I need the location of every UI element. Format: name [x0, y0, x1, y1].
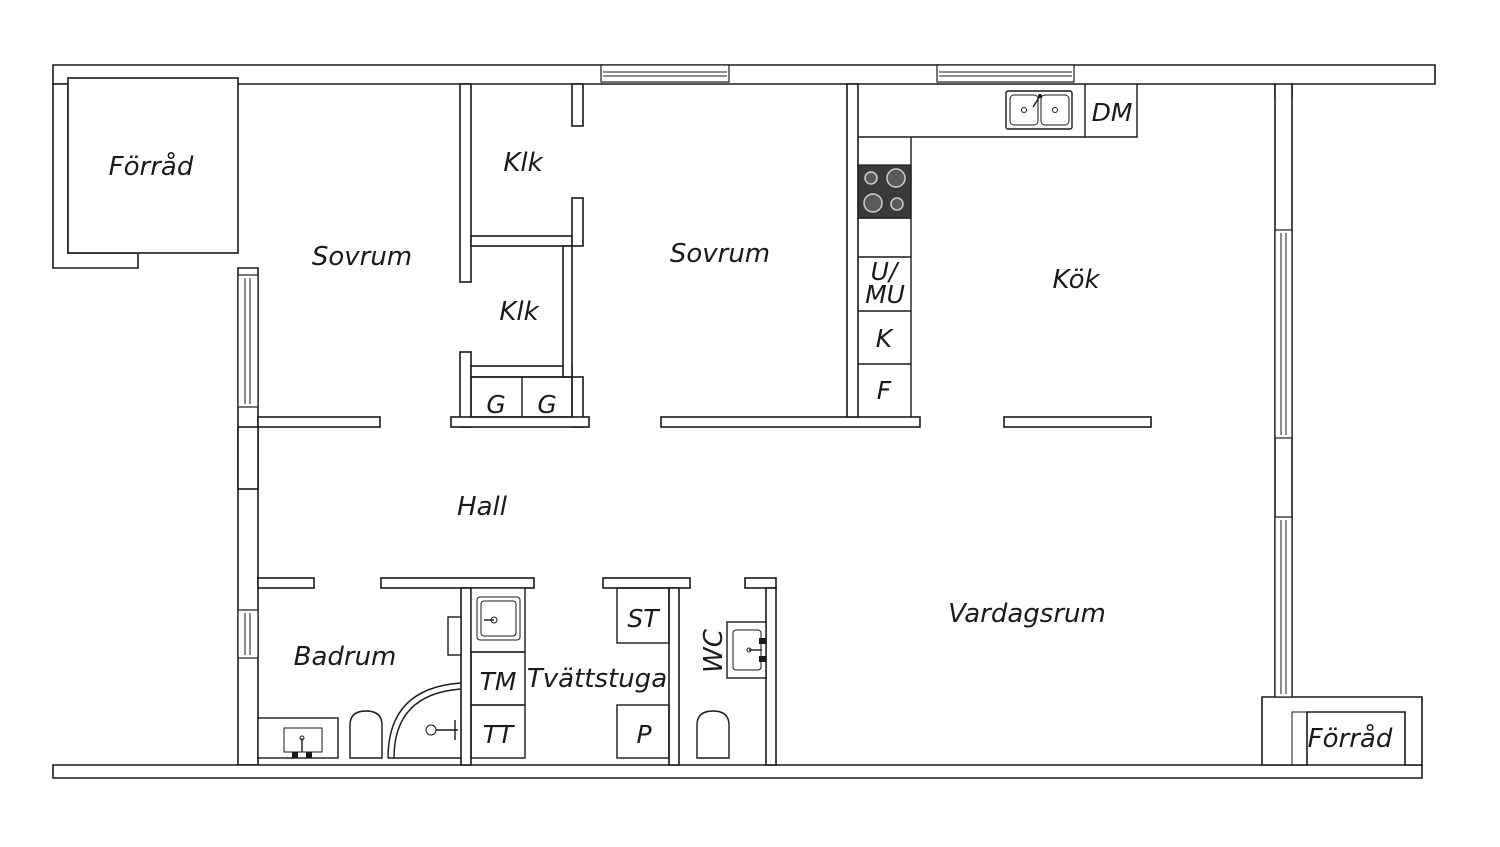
room-label-forrad-left: Förråd	[109, 151, 194, 182]
wall-hall-top-3	[660, 416, 921, 428]
wall-closet-lower	[459, 351, 472, 428]
wall-wc-top	[744, 577, 777, 589]
fixture-label-st: ST	[627, 604, 660, 633]
fixture-label-u: U/	[871, 257, 900, 286]
wall-badrum-top-2	[380, 577, 535, 589]
room-label-forrad-right: Förråd	[1308, 723, 1393, 754]
room-label-sovrum-mid: Sovrum	[670, 239, 770, 269]
room-labels: Förråd Sovrum Klk Klk Sovrum Kök Hall Ba…	[109, 148, 1393, 754]
wall-klk-mid-bottom	[470, 365, 573, 378]
fixture-label-g2: G	[537, 390, 556, 419]
toilet-icon	[349, 710, 383, 759]
wall-entry-stub	[237, 426, 259, 490]
room-label-vardagsrum: Vardagsrum	[948, 599, 1106, 629]
wall-wc-right	[765, 587, 777, 766]
wall-hall-top-4	[1003, 416, 1152, 428]
tvattstuga-fixtures	[470, 587, 670, 759]
wall-sovrum-kok	[846, 83, 859, 418]
wall-sovrum-closet	[459, 83, 472, 283]
room-label-badrum: Badrum	[294, 642, 397, 672]
wall-badrum-top-1	[257, 577, 315, 589]
fixture-labels: G G DM U/ MU K F ST TM TT P	[480, 98, 1133, 749]
wall-left-storage-inner	[67, 77, 239, 254]
stove-hob-icon	[857, 164, 912, 219]
sink-icon	[726, 621, 767, 679]
wall-klk-top-right-a	[571, 83, 584, 127]
fixture-label-g1: G	[486, 390, 505, 419]
wall-klk-top-right-b	[571, 197, 584, 247]
wall-top	[52, 64, 1436, 98]
badrum-fixtures	[257, 616, 462, 759]
window-icon	[600, 64, 730, 83]
room-label-klk-mid: Klk	[499, 297, 539, 327]
wall-klk-mid-right	[562, 245, 573, 378]
fixture-label-dm: DM	[1092, 98, 1133, 127]
interior-walls	[237, 83, 1152, 766]
room-label-sovrum-left: Sovrum	[312, 242, 412, 272]
window-icon	[936, 64, 1075, 83]
room-label-klk-top: Klk	[503, 148, 543, 178]
room-label-wc: WC	[699, 628, 729, 673]
room-label-hall: Hall	[457, 492, 508, 522]
fixture-label-tt: TT	[483, 720, 515, 749]
shower-icon	[387, 682, 462, 759]
wall-hall-top-1	[257, 416, 381, 428]
room-label-tvattstuga: Tvättstuga	[527, 664, 667, 694]
fixture-label-k: K	[876, 324, 895, 353]
toilet-icon	[696, 710, 730, 759]
window-icon	[237, 609, 259, 659]
wall-tvatt-top	[602, 577, 691, 589]
window-icon	[1274, 516, 1293, 698]
fixture-label-f: F	[877, 376, 892, 405]
wc-fixtures	[696, 621, 767, 759]
window-icon	[1274, 229, 1293, 439]
sink-icon	[470, 587, 526, 653]
kitchen-counter	[857, 84, 1138, 417]
fixture-label-tm: TM	[480, 667, 517, 696]
fixture-label-p: P	[636, 720, 652, 749]
windows	[237, 64, 1293, 698]
right-storage-box	[1291, 711, 1406, 766]
wall-klk-top-bottom	[470, 235, 573, 247]
wall-badrum-right	[460, 587, 472, 766]
window-icon	[237, 274, 259, 408]
wall-hall-top-2	[450, 416, 590, 428]
wall-tvatt-right	[668, 587, 680, 766]
fixture-label-mu: MU	[865, 280, 905, 309]
double-sink-icon	[1005, 90, 1073, 130]
sink-icon	[257, 717, 339, 759]
room-label-kok: Kök	[1052, 265, 1100, 295]
closet-boxes	[470, 376, 573, 418]
wall-bottom	[52, 764, 1423, 779]
